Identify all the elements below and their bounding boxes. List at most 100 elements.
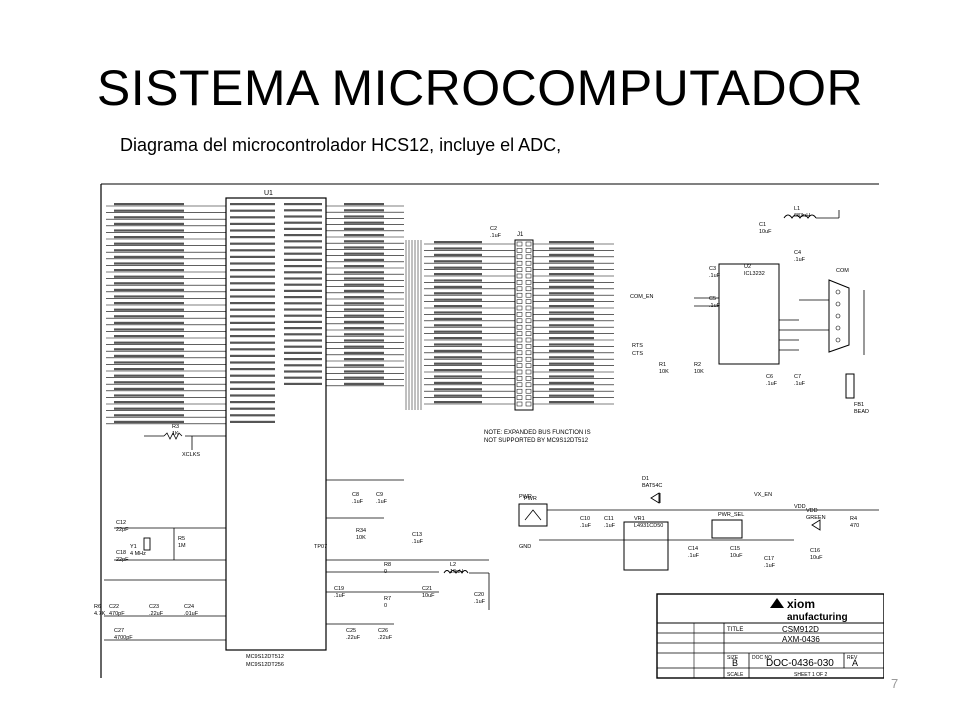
- pin-text-mark: [284, 209, 322, 212]
- pin-text-mark: [549, 381, 594, 384]
- pin-text-mark: [344, 252, 384, 255]
- component-ref: C8: [352, 492, 359, 498]
- pin-text-mark: [434, 260, 482, 263]
- component-value: 4 MHz: [130, 551, 146, 557]
- pin-text-mark: [230, 387, 275, 390]
- pin-text-mark: [344, 333, 384, 336]
- component-ref: C9: [376, 492, 383, 498]
- pin-text-mark: [284, 302, 322, 305]
- pin-text-mark: [284, 382, 322, 385]
- company-line2: anufacturing: [787, 612, 848, 623]
- j1-pin: [525, 369, 532, 375]
- pin-text-mark: [549, 349, 594, 352]
- rev-value: A: [852, 658, 858, 668]
- component-ref: R3: [172, 424, 179, 430]
- component-value: 683uH: [794, 213, 810, 219]
- pin-text-mark: [434, 394, 482, 397]
- pin-text-mark: [434, 349, 482, 352]
- component-ref: D1: [642, 476, 649, 482]
- component-value: 1K: [172, 431, 179, 437]
- pin-text-mark: [114, 242, 184, 245]
- j1-pin: [525, 376, 532, 381]
- pin-text-mark: [549, 260, 594, 263]
- component-ref: R4: [850, 516, 857, 522]
- pin-text-mark: [114, 308, 184, 311]
- pin-text-mark: [434, 362, 482, 365]
- component-value: 22pF: [116, 557, 129, 563]
- j1-pin: [516, 401, 523, 407]
- component-ref: C4: [794, 250, 801, 256]
- company-line1: xiom: [787, 597, 815, 611]
- pin-text-mark: [344, 345, 384, 348]
- pin-text-mark: [114, 394, 184, 397]
- pin-text-mark: [549, 292, 594, 295]
- signal-label: GND: [519, 544, 531, 550]
- pin-text-mark: [434, 330, 482, 333]
- j1-pin: [516, 312, 523, 317]
- component-ref: C15: [730, 546, 740, 552]
- component-ref: VR1: [634, 516, 645, 522]
- pin-text-mark: [434, 292, 482, 295]
- pin-text-mark: [284, 308, 322, 311]
- pin-text-mark: [344, 271, 384, 274]
- component-value: L4931CD50: [634, 523, 663, 529]
- ferrite-bead: [845, 373, 855, 399]
- j1-ref: J1: [517, 232, 524, 238]
- pin-text-mark: [284, 364, 322, 367]
- j1-pin: [525, 401, 532, 407]
- pin-text-mark: [114, 288, 184, 291]
- sheet-label: SHEET 1 OF 2: [794, 672, 827, 678]
- component-value: 4.7K: [94, 611, 106, 617]
- component-ref: C24: [184, 604, 194, 610]
- j1-pin: [525, 292, 532, 298]
- component-value: 4700pF: [114, 635, 133, 641]
- pin-text-mark: [549, 375, 594, 378]
- u1-part-line1: MC9S12DT512: [246, 654, 284, 660]
- pin-text-mark: [549, 311, 594, 314]
- pin-text-mark: [549, 343, 594, 346]
- j1-pin: [516, 337, 523, 343]
- j1-pin: [516, 324, 523, 330]
- j1-pin: [516, 331, 523, 336]
- pin-text-mark: [434, 337, 482, 340]
- pin-text-mark: [434, 356, 482, 359]
- component-value: .1uF: [604, 523, 616, 529]
- led: [811, 519, 821, 531]
- pin-text-mark: [549, 401, 594, 404]
- pin-text-mark: [549, 298, 594, 301]
- pin-text-mark: [434, 324, 482, 327]
- pin-text-mark: [344, 364, 384, 367]
- pin-text-mark: [344, 289, 384, 292]
- j1-pin: [525, 267, 532, 272]
- pin-text-mark: [344, 308, 384, 311]
- pin-text-mark: [549, 266, 594, 269]
- component-value: 10K: [694, 369, 704, 375]
- component-ref: R1: [659, 362, 666, 368]
- pin-text-mark: [549, 394, 594, 397]
- pin-text-mark: [284, 215, 322, 218]
- component-value: .1uF: [352, 499, 364, 505]
- pin-text-mark: [114, 361, 184, 364]
- pin-text-mark: [114, 302, 184, 305]
- j1-pin: [525, 363, 532, 368]
- pin-text-mark: [434, 241, 482, 244]
- j1-pin: [525, 286, 532, 292]
- pin-text-mark: [344, 382, 384, 385]
- component-ref: C22: [109, 604, 119, 610]
- component-ref: FB1: [854, 402, 864, 408]
- component-value: .1uF: [376, 499, 388, 505]
- component-value: 1M: [178, 543, 186, 549]
- j1-pin: [516, 344, 523, 349]
- regulator-vr1: [623, 521, 669, 571]
- pin-text-mark: [549, 279, 594, 282]
- j1-pin: [525, 241, 532, 247]
- component-value: .1uF: [490, 233, 502, 239]
- oscillator-section: [104, 527, 226, 641]
- component-value: 10uF: [759, 229, 772, 235]
- j1-pin: [525, 331, 532, 336]
- pin-text-mark: [230, 236, 275, 239]
- j1-pin: [525, 318, 532, 324]
- pin-text-mark: [344, 339, 384, 342]
- pin-text-mark: [284, 358, 322, 361]
- component-ref: R8: [384, 562, 391, 568]
